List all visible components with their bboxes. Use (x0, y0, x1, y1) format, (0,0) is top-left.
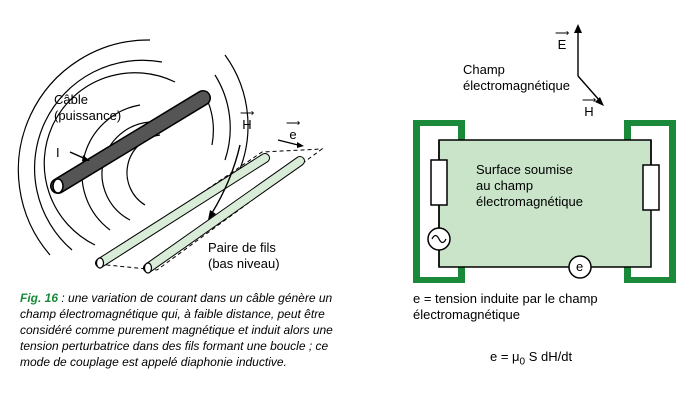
legend-line1: e = tension induite par le champ (413, 291, 598, 306)
h-axis-label: ⟶H (582, 95, 597, 119)
h-axis (577, 75, 601, 102)
e-axis-head (574, 24, 582, 33)
caption-text: : une variation de courant dans un câble… (20, 291, 333, 369)
right-resistor (642, 164, 660, 211)
figure-caption: Fig. 16 : une variation de courant dans … (20, 290, 350, 370)
loop-plane (95, 148, 324, 271)
surface-label-line3: électromagnétique (476, 194, 583, 209)
h-field-arrow-head (208, 210, 216, 220)
figure-number: Fig. 16 (20, 291, 59, 305)
surface-label-line1: Surface soumise (476, 162, 573, 177)
cable-label: Câble (54, 92, 88, 107)
wire-pair (95, 153, 305, 274)
h-vector-label: ⟶H (240, 108, 255, 132)
vector-arrow-icon: ⟶ (555, 28, 570, 39)
induced-emf-source (568, 255, 592, 279)
field-title-line1: Champ (463, 62, 505, 77)
vector-arrow-icon: ⟶ (286, 118, 301, 129)
left-resistor (430, 159, 448, 206)
vector-arrow-icon: ⟶ (582, 95, 597, 106)
e-vector-label: ⟶e (286, 118, 301, 142)
power-cable (50, 90, 211, 194)
legend-line2: électromagnétique (413, 307, 520, 322)
surface-label-line2: au champ (476, 178, 534, 193)
current-label: I (56, 145, 60, 160)
cable-sublabel: (puissance) (54, 108, 122, 123)
induction-formula: e = μ0 S dH/dt (490, 349, 573, 368)
field-title-line2: électromagnétique (463, 78, 570, 93)
vector-arrow-icon: ⟶ (240, 108, 255, 119)
e-axis-label: ⟶E (555, 28, 570, 52)
h-axis-head (595, 97, 604, 106)
h-field-arrow (211, 144, 241, 214)
wire-pair-label: Paire de fils (208, 240, 276, 255)
emf-symbol: e (576, 259, 584, 274)
e-arrow-head (297, 142, 304, 148)
wire-pair-sublabel: (bas niveau) (208, 256, 280, 271)
current-arrow-head (82, 155, 90, 161)
